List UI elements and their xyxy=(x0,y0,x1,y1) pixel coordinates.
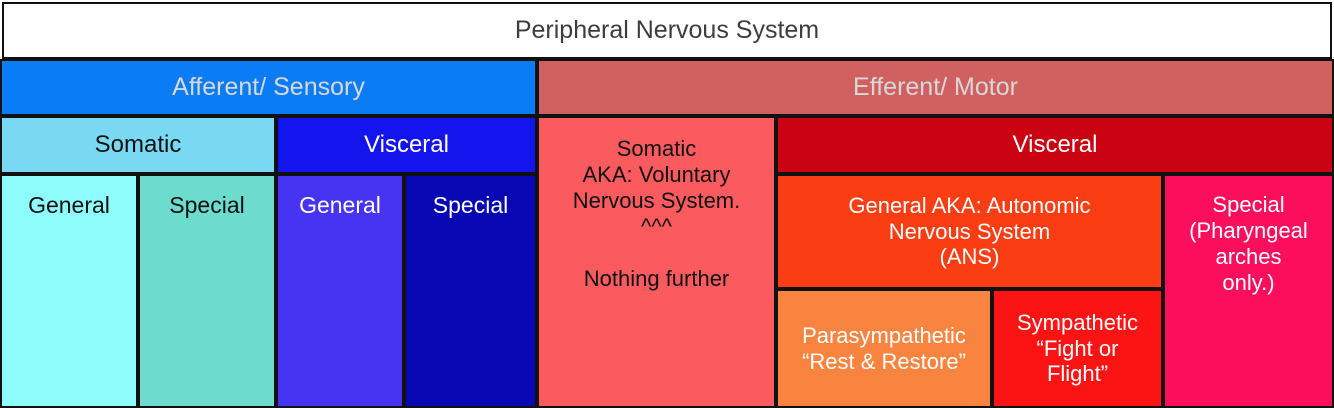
node-label-afferent-visceral-general: General xyxy=(299,192,381,218)
node-label-efferent-motor: Efferent/ Motor xyxy=(853,72,1018,101)
node-label-autonomic-nervous-system: General AKA: Autonomic Nervous System (A… xyxy=(848,192,1091,270)
node-afferent-visceral: Visceral xyxy=(276,116,537,174)
node-afferent-somatic: Somatic xyxy=(0,116,276,174)
node-efferent-motor: Efferent/ Motor xyxy=(537,59,1334,116)
node-label-afferent-visceral: Visceral xyxy=(364,130,449,158)
node-label-efferent-visceral-special: Special (Pharyngeal arches only.) xyxy=(1189,192,1308,295)
node-afferent-somatic-special: Special xyxy=(138,174,276,408)
node-efferent-somatic-voluntary: Somatic AKA: Voluntary Nervous System. ^… xyxy=(537,116,776,408)
node-label-afferent-sensory: Afferent/ Sensory xyxy=(172,72,365,101)
node-label-efferent-visceral: Visceral xyxy=(1012,130,1098,158)
node-efferent-visceral-special: Special (Pharyngeal arches only.) xyxy=(1163,174,1334,408)
node-label-afferent-somatic-general: General xyxy=(28,192,110,218)
node-afferent-visceral-general: General xyxy=(276,174,404,408)
node-label-sympathetic: Sympathetic “Fight or Flight” xyxy=(1016,309,1139,387)
node-autonomic-nervous-system: General AKA: Autonomic Nervous System (A… xyxy=(776,174,1163,289)
node-label-root: Peripheral Nervous System xyxy=(514,15,820,44)
node-label-afferent-somatic: Somatic xyxy=(94,130,182,158)
node-peripheral-nervous-system: Peripheral Nervous System xyxy=(2,2,1332,59)
node-label-parasympathetic: Parasympathetic “Rest & Restore” xyxy=(802,322,966,374)
node-label-efferent-somatic-voluntary: Somatic AKA: Voluntary Nervous System. ^… xyxy=(572,136,741,291)
node-parasympathetic: Parasympathetic “Rest & Restore” xyxy=(776,289,992,408)
node-afferent-sensory: Afferent/ Sensory xyxy=(0,59,537,116)
node-label-afferent-visceral-special: Special xyxy=(432,192,509,218)
node-label-afferent-somatic-special: Special xyxy=(169,192,245,218)
node-sympathetic: Sympathetic “Fight or Flight” xyxy=(992,289,1163,408)
node-afferent-somatic-general: General xyxy=(0,174,138,408)
node-efferent-visceral: Visceral xyxy=(776,116,1334,174)
node-afferent-visceral-special: Special xyxy=(404,174,537,408)
